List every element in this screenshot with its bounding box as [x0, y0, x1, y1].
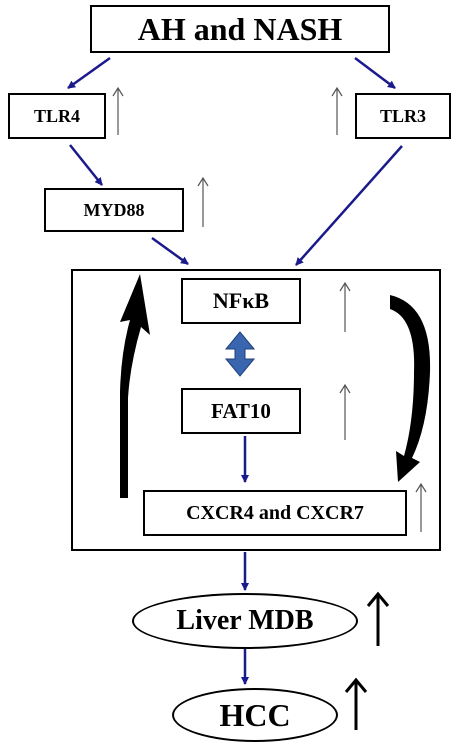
- node-nfkb: NFκB: [181, 278, 301, 324]
- node-liver-mdb: Liver MDB: [132, 593, 358, 649]
- up-arrow-icon-cxcr: [415, 482, 427, 532]
- feedback-arrow-right: [390, 295, 431, 482]
- node-fat10: FAT10: [181, 388, 301, 434]
- arrow-tlr4-to-myd88: [69, 144, 103, 186]
- up-arrow-icon-liver-mdb: [366, 591, 390, 646]
- node-tlr3: TLR3: [355, 93, 451, 139]
- feedback-arrow-left: [120, 274, 150, 498]
- up-arrow-icon-tlr3: [331, 86, 343, 135]
- node-cxcr: CXCR4 and CXCR7: [143, 490, 407, 536]
- node-title: AH and NASH: [90, 5, 390, 53]
- node-myd88: MYD88: [44, 188, 184, 232]
- node-tlr4: TLR4: [8, 93, 106, 139]
- arrow-tlr3-to-nfkb: [295, 145, 403, 266]
- arrow-title-to-tlr4: [67, 56, 111, 90]
- up-arrow-icon-hcc: [344, 677, 368, 730]
- node-hcc: HCC: [172, 688, 338, 742]
- up-arrow-icon-fat10: [339, 383, 351, 440]
- up-arrow-icon-myd88: [197, 176, 209, 227]
- central-box: [71, 269, 441, 551]
- arrow-myd88-to-nfkb: [151, 236, 189, 266]
- arrow-title-to-tlr3: [354, 57, 396, 89]
- up-arrow-icon-nfkb: [339, 281, 351, 332]
- double-arrow-nfkb-fat10: [224, 331, 256, 377]
- up-arrow-icon-tlr4: [112, 86, 124, 135]
